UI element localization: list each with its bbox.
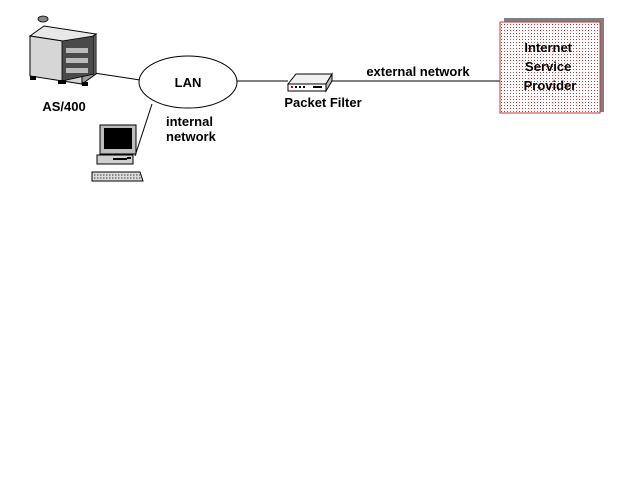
internal-network-label: internal network	[166, 114, 217, 144]
connection-lines	[93, 72, 500, 157]
isp-label-line-3: Provider	[524, 78, 577, 93]
as400-label: AS/400	[42, 99, 85, 114]
isp-box	[499, 18, 604, 114]
workstation-pc-icon	[91, 124, 144, 182]
internal-network-line-1: internal	[166, 114, 213, 129]
server-tower-icon	[28, 15, 98, 86]
isp-label-line-2: Service	[525, 59, 571, 74]
lan-label: LAN	[175, 75, 202, 90]
external-network-label: external network	[366, 64, 470, 79]
packet-filter-icon	[286, 72, 333, 93]
isp-label-line-1: Internet	[524, 40, 572, 55]
packet-filter-label: Packet Filter	[284, 95, 361, 110]
internal-network-line-2: network	[166, 129, 217, 144]
isp-label: Internet Service Provider	[524, 40, 577, 93]
line-workstation-lan	[134, 103, 153, 157]
line-as400-lan	[93, 72, 141, 81]
lan-ellipse	[138, 55, 238, 109]
